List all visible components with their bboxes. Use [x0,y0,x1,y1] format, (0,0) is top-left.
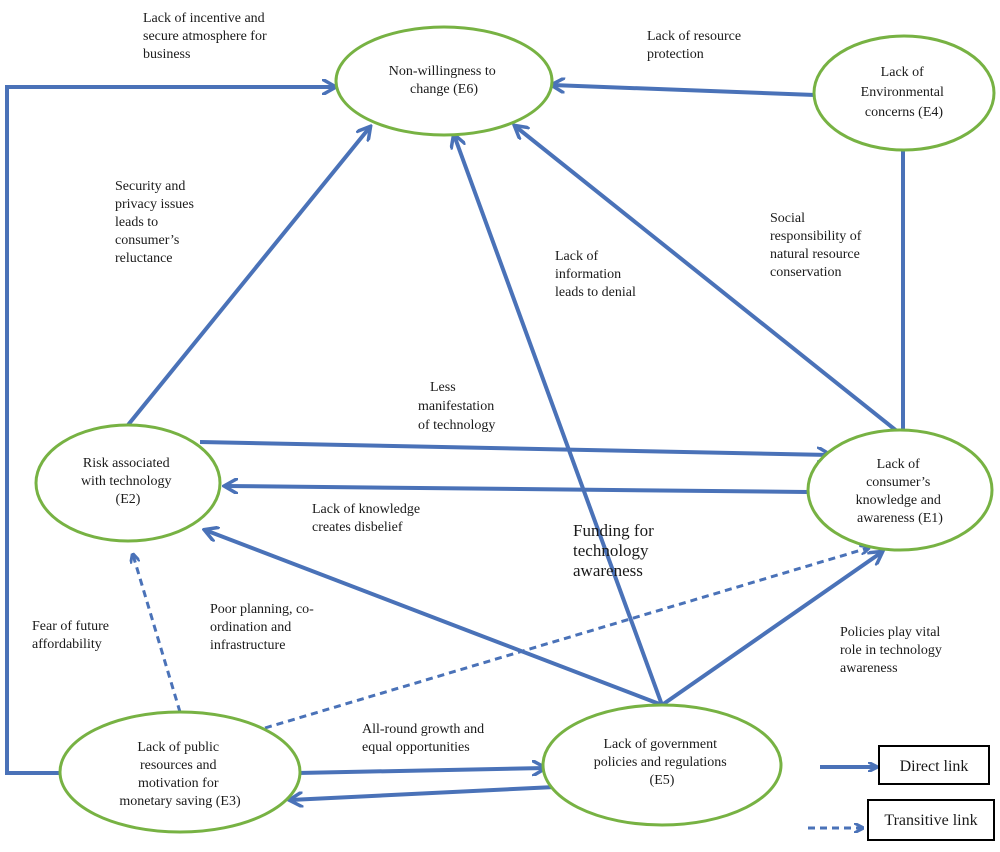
node-e5: Lack of government policies and regulati… [541,703,783,827]
edge-e1-to-e6 [515,126,900,434]
node-e6-line-2: change (E6) [410,82,478,97]
label-funding-line-2: technology [573,541,649,560]
label-resource-protection-line-1: Lack of resource [647,29,741,44]
legend-direct-label: Direct link [900,758,969,775]
node-e3-line-4: monetary saving (E3) [119,794,241,809]
svg-text:Risk associated with tec: Risk associated with technology (E2) [81,456,175,507]
label-policies-line-2: role in technology [840,643,942,658]
node-e1-line-3: knowledge and [856,493,941,508]
node-e4-line-2: Environmental [861,85,944,100]
label-growth-line-2: equal opportunities [362,740,470,755]
label-policies: Policies play vital role in technology a… [840,625,945,676]
edge-e3-to-e1-transitive [264,548,868,730]
svg-text:Lack of public resources: Lack of public resources and motivation … [119,740,241,809]
label-knowledge: Lack of knowledge creates disbelief [312,502,424,535]
edge-e3-to-e2-transitive [133,555,182,713]
node-e4-line-1: Lack of [881,65,924,80]
node-e6: Non-willingness to change (E6) [334,25,554,137]
label-manifestation: Less manifestation of technology [418,380,498,433]
label-policies-line-3: awareness [840,661,898,676]
label-poor-planning: Poor planning, co- ordination and infras… [210,602,317,653]
node-e2: Risk associated with technology (E2) [34,423,222,543]
node-e2-line-1: Risk associated [83,456,170,471]
node-e3-line-3: motivation for [138,776,219,791]
label-incentive-line-2: secure atmosphere for [143,29,267,44]
node-e1: Lack of consumer’s knowledge and awarene… [806,428,994,552]
label-poor-planning-line-3: infrastructure [210,638,285,653]
label-growth-line-1: All-round growth and [362,722,484,737]
label-poor-planning-line-2: ordination and [210,620,291,635]
legend: Direct link Transitive link [808,745,995,841]
edge-e5-to-e2 [205,530,663,707]
svg-text:Lack of Environmental: Lack of Environmental concerns (E4) [861,65,948,120]
label-poor-planning-line-1: Poor planning, co- [210,602,314,617]
legend-transitive-box [867,799,995,841]
label-resource-protection-line-2: protection [647,47,704,62]
label-security-line-2: privacy issues [115,197,194,212]
node-e5-line-1: Lack of government [603,737,717,752]
label-funding-line-1: Funding for [573,521,654,540]
node-e3: Lack of public resources and motivation … [58,710,302,834]
label-incentive-line-3: business [143,47,190,62]
label-information: Lack of information leads to denial [555,249,636,300]
legend-direct-box [878,745,990,785]
label-growth: All-round growth and equal opportunities [362,722,488,755]
node-e3-line-1: Lack of public [137,740,219,755]
label-resource-protection: Lack of resource protection [647,29,745,62]
label-funding: Funding for technology awareness [573,521,658,580]
edge-e5-to-e6 [454,135,664,706]
label-security: Security and privacy issues leads to con… [115,179,197,266]
edge-e1-to-e2 [225,486,808,492]
label-security-line-5: reluctance [115,251,173,266]
edge-e3-to-e5 [297,768,545,773]
label-information-line-3: leads to denial [555,285,636,300]
node-e5-line-3: (E5) [650,773,675,788]
label-fear-line-1: Fear of future [32,619,109,634]
node-e6-line-1: Non-willingness to [389,64,496,79]
label-knowledge-line-2: creates disbelief [312,520,403,535]
edge-e5-to-e1 [660,552,882,707]
svg-text:Lack of government polic: Lack of government policies and regulati… [594,737,730,788]
label-manifestation-line-2: manifestation [418,399,494,414]
label-manifestation-line-3: of technology [418,418,495,433]
label-security-line-4: consumer’s [115,233,179,248]
node-e3-line-2: resources and [140,758,217,773]
node-e2-line-2: with technology [81,474,172,489]
node-e1-line-4: awareness (E1) [857,511,943,526]
label-social-line-4: conservation [770,265,842,280]
node-e2-line-3: (E2) [116,492,141,507]
node-e1-line-2: consumer’s [866,475,930,490]
label-incentive-line-1: Lack of incentive and [143,11,265,26]
edge-e5-to-e3 [290,785,556,800]
label-policies-line-1: Policies play vital [840,625,940,640]
label-information-line-2: information [555,267,621,282]
edge-e2-to-e6 [126,127,370,427]
label-fear-line-2: affordability [32,637,102,652]
label-funding-line-3: awareness [573,561,643,580]
svg-text:Non-willingness to chang: Non-willingness to change (E6) [389,64,499,97]
label-security-line-1: Security and [115,179,185,194]
label-social: Social responsibility of natural resourc… [770,211,865,280]
node-e4-line-3: concerns (E4) [865,105,943,120]
svg-text:Lack of consumer’s: Lack of consumer’s knowledge and awarene… [856,457,945,526]
node-e4: Lack of Environmental concerns (E4) [812,34,996,152]
label-information-line-1: Lack of [555,249,598,264]
label-incentive: Lack of incentive and secure atmosphere … [143,11,270,62]
legend-transitive-label: Transitive link [884,812,977,829]
label-knowledge-line-1: Lack of knowledge [312,502,420,517]
label-security-line-3: leads to [115,215,158,230]
edge-e4-to-e6 [552,85,816,97]
node-e1-line-1: Lack of [877,457,920,472]
edge-e2-to-e1 [199,440,830,455]
node-e5-line-2: policies and regulations [594,755,727,770]
label-social-line-2: responsibility of [770,229,862,244]
label-social-line-3: natural resource [770,247,860,262]
label-manifestation-line-1: Less [430,380,456,395]
edge-e3-to-e6 [5,87,335,775]
label-fear: Fear of future affordability [32,619,112,652]
label-social-line-1: Social [770,211,805,226]
